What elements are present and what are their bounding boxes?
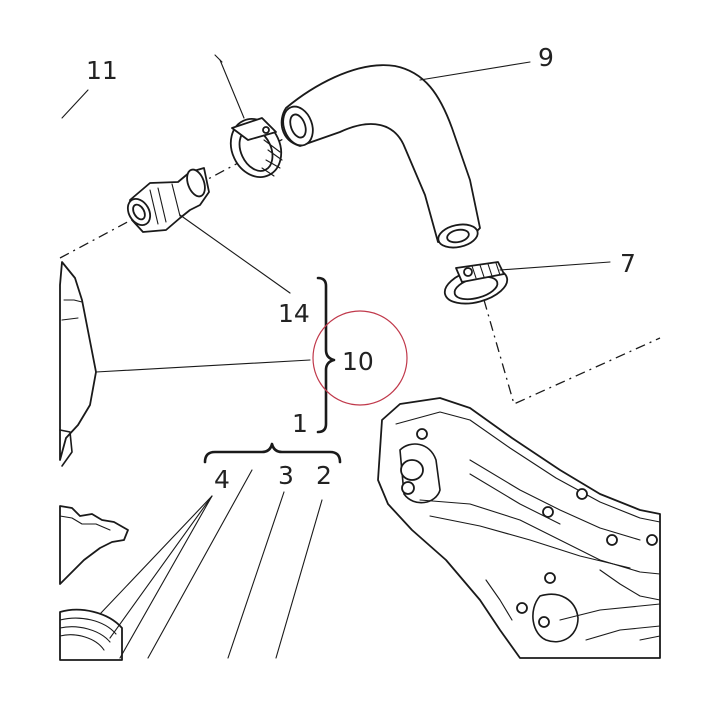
callout-11: 11 <box>86 56 118 85</box>
highlight-circle <box>312 310 408 406</box>
leader-line-7 <box>499 261 611 271</box>
curved-hose <box>280 64 481 249</box>
callout-10: 10 <box>342 347 374 376</box>
leader-line-11 <box>61 89 89 119</box>
cylinder-part <box>59 261 97 467</box>
leader-line-4b <box>109 495 213 639</box>
callout-1: 1 <box>292 409 308 438</box>
leader-line-4c <box>119 495 213 659</box>
hose-clamp-upper <box>229 117 283 178</box>
callout-7: 7 <box>620 249 636 278</box>
centerline-lower <box>483 299 661 405</box>
callout-14: 14 <box>278 299 310 328</box>
callout-9: 9 <box>538 43 554 72</box>
group-brace-horizontal <box>203 442 342 464</box>
hose-clamp-lower <box>443 261 509 305</box>
leader-line-3 <box>227 491 285 659</box>
callout-4: 4 <box>214 465 230 494</box>
leader-line-10 <box>95 359 311 373</box>
leader-line-14 <box>179 214 291 294</box>
leader-line-2 <box>275 499 323 659</box>
leader-line-4a <box>99 495 213 615</box>
piston-rings <box>59 608 123 661</box>
hose-fitting <box>126 167 210 233</box>
callout-3: 3 <box>278 461 294 490</box>
leader-stub-top <box>214 54 223 63</box>
cylinder-head <box>377 397 661 659</box>
group-brace-vertical <box>316 276 336 434</box>
leader-line-4d <box>147 469 253 659</box>
gasket-part <box>59 505 129 585</box>
leader-line-upper-clamp <box>219 59 245 119</box>
leader-line-9 <box>419 61 531 81</box>
callout-2: 2 <box>316 461 332 490</box>
